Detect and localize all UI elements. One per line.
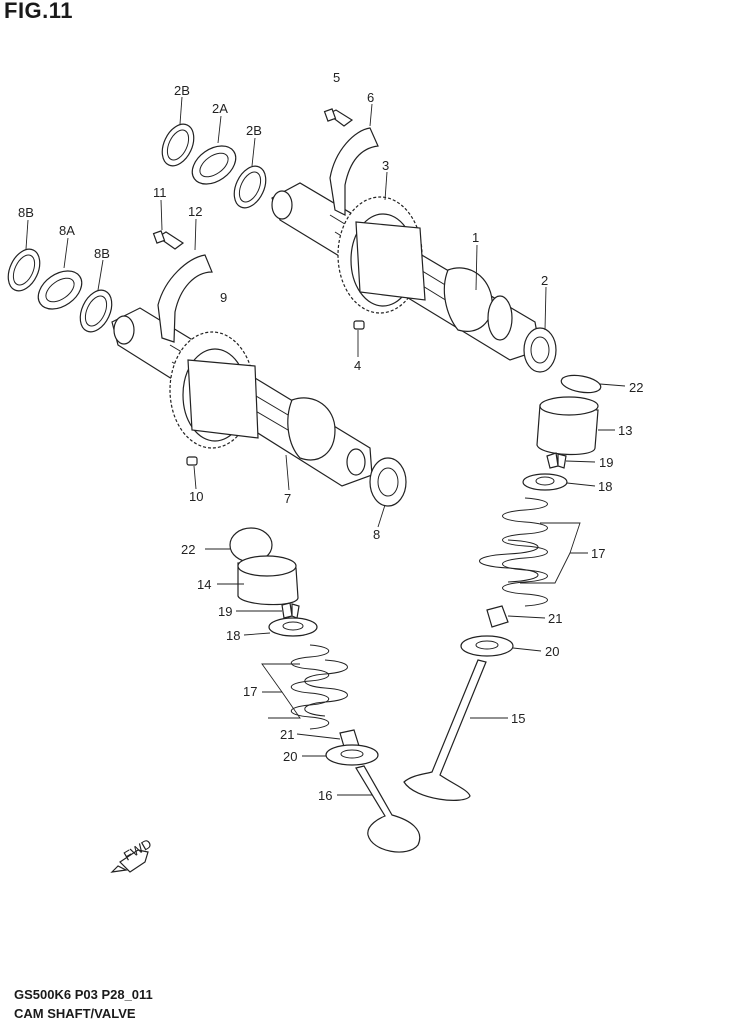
valve-15: [403, 659, 487, 801]
callout-14: 14: [197, 577, 211, 592]
spring-17-right: [479, 497, 548, 607]
callout-2b-upper-right: 2B: [246, 123, 262, 138]
callout-3: 3: [382, 158, 389, 173]
callout-21-left: 21: [280, 727, 294, 742]
bolt-5: [323, 108, 354, 127]
callout-8: 8: [373, 527, 380, 542]
callout-11: 11: [153, 185, 167, 200]
cam-chain-guide-lower: [157, 254, 213, 343]
callout-5: 5: [333, 70, 340, 85]
washer-8b-left: [7, 248, 41, 292]
tappet-13: [536, 396, 599, 456]
callout-4: 4: [354, 358, 361, 373]
shim-22-right: [560, 374, 602, 394]
callout-20-left: 20: [283, 749, 297, 764]
pin-4: [353, 320, 365, 330]
callout-20-right: 20: [545, 644, 559, 659]
washer-8b-right: [79, 289, 113, 333]
callout-labels: 2B 2A 2B 5 6 3 1 2 4 11 12 8B 8A 8B 9 10…: [18, 70, 643, 803]
callout-6: 6: [367, 90, 374, 105]
callout-8a: 8A: [59, 223, 75, 238]
callout-7: 7: [284, 491, 291, 506]
cam-bearing-ring-upper-right: [523, 327, 557, 373]
spring-17-left: [290, 644, 348, 730]
seat-20-right: [460, 635, 514, 657]
seat-20-left: [325, 744, 379, 766]
callout-17-right: 17: [591, 546, 605, 561]
callout-21-right: 21: [548, 611, 562, 626]
callout-8b-left: 8B: [18, 205, 34, 220]
callout-22-right: 22: [629, 380, 643, 395]
forward-direction-icon: FWD: [110, 836, 154, 873]
seal-21-right: [486, 605, 509, 628]
callout-13: 13: [618, 423, 632, 438]
callout-2: 2: [541, 273, 548, 288]
washer-2b-right: [233, 165, 267, 209]
callout-16: 16: [318, 788, 332, 803]
callout-18-right: 18: [598, 479, 612, 494]
callout-8b-right: 8B: [94, 246, 110, 261]
figure-title: FIG.11: [4, 0, 74, 23]
callout-2a: 2A: [212, 101, 228, 116]
retainer-18-left: [268, 617, 318, 637]
callout-19-left: 19: [218, 604, 232, 619]
valve-16: [355, 765, 421, 853]
retainer-18-right: [522, 473, 568, 491]
washer-8a: [37, 270, 83, 310]
callout-22-left: 22: [181, 542, 195, 557]
callout-19-right: 19: [599, 455, 613, 470]
callout-10: 10: [189, 489, 203, 504]
callout-17-left: 17: [243, 684, 257, 699]
callout-2b-upper-left: 2B: [174, 83, 190, 98]
washer-2b-left: [161, 123, 195, 167]
model-code: GS500K6 P03 P28_011: [14, 987, 153, 1002]
cam-bearing-ring-lower-right: [369, 457, 407, 507]
cam-chain-guide-upper: [329, 127, 379, 216]
pin-10: [186, 456, 198, 466]
cotter-19-left: [281, 602, 300, 619]
callout-15: 15: [511, 711, 525, 726]
callout-18-left: 18: [226, 628, 240, 643]
cam-sprocket-upper: [337, 196, 426, 314]
cotter-19-right: [546, 452, 567, 469]
callout-1: 1: [472, 230, 479, 245]
tappet-14: [237, 555, 299, 606]
bolt-11: [152, 230, 185, 250]
washer-2a: [191, 145, 237, 185]
callout-9: 9: [220, 290, 227, 305]
cam-sprocket-lower: [169, 331, 259, 449]
section-name: CAM SHAFT/VALVE: [14, 1006, 136, 1021]
leader-lines: [25, 96, 626, 796]
callout-12: 12: [188, 204, 202, 219]
